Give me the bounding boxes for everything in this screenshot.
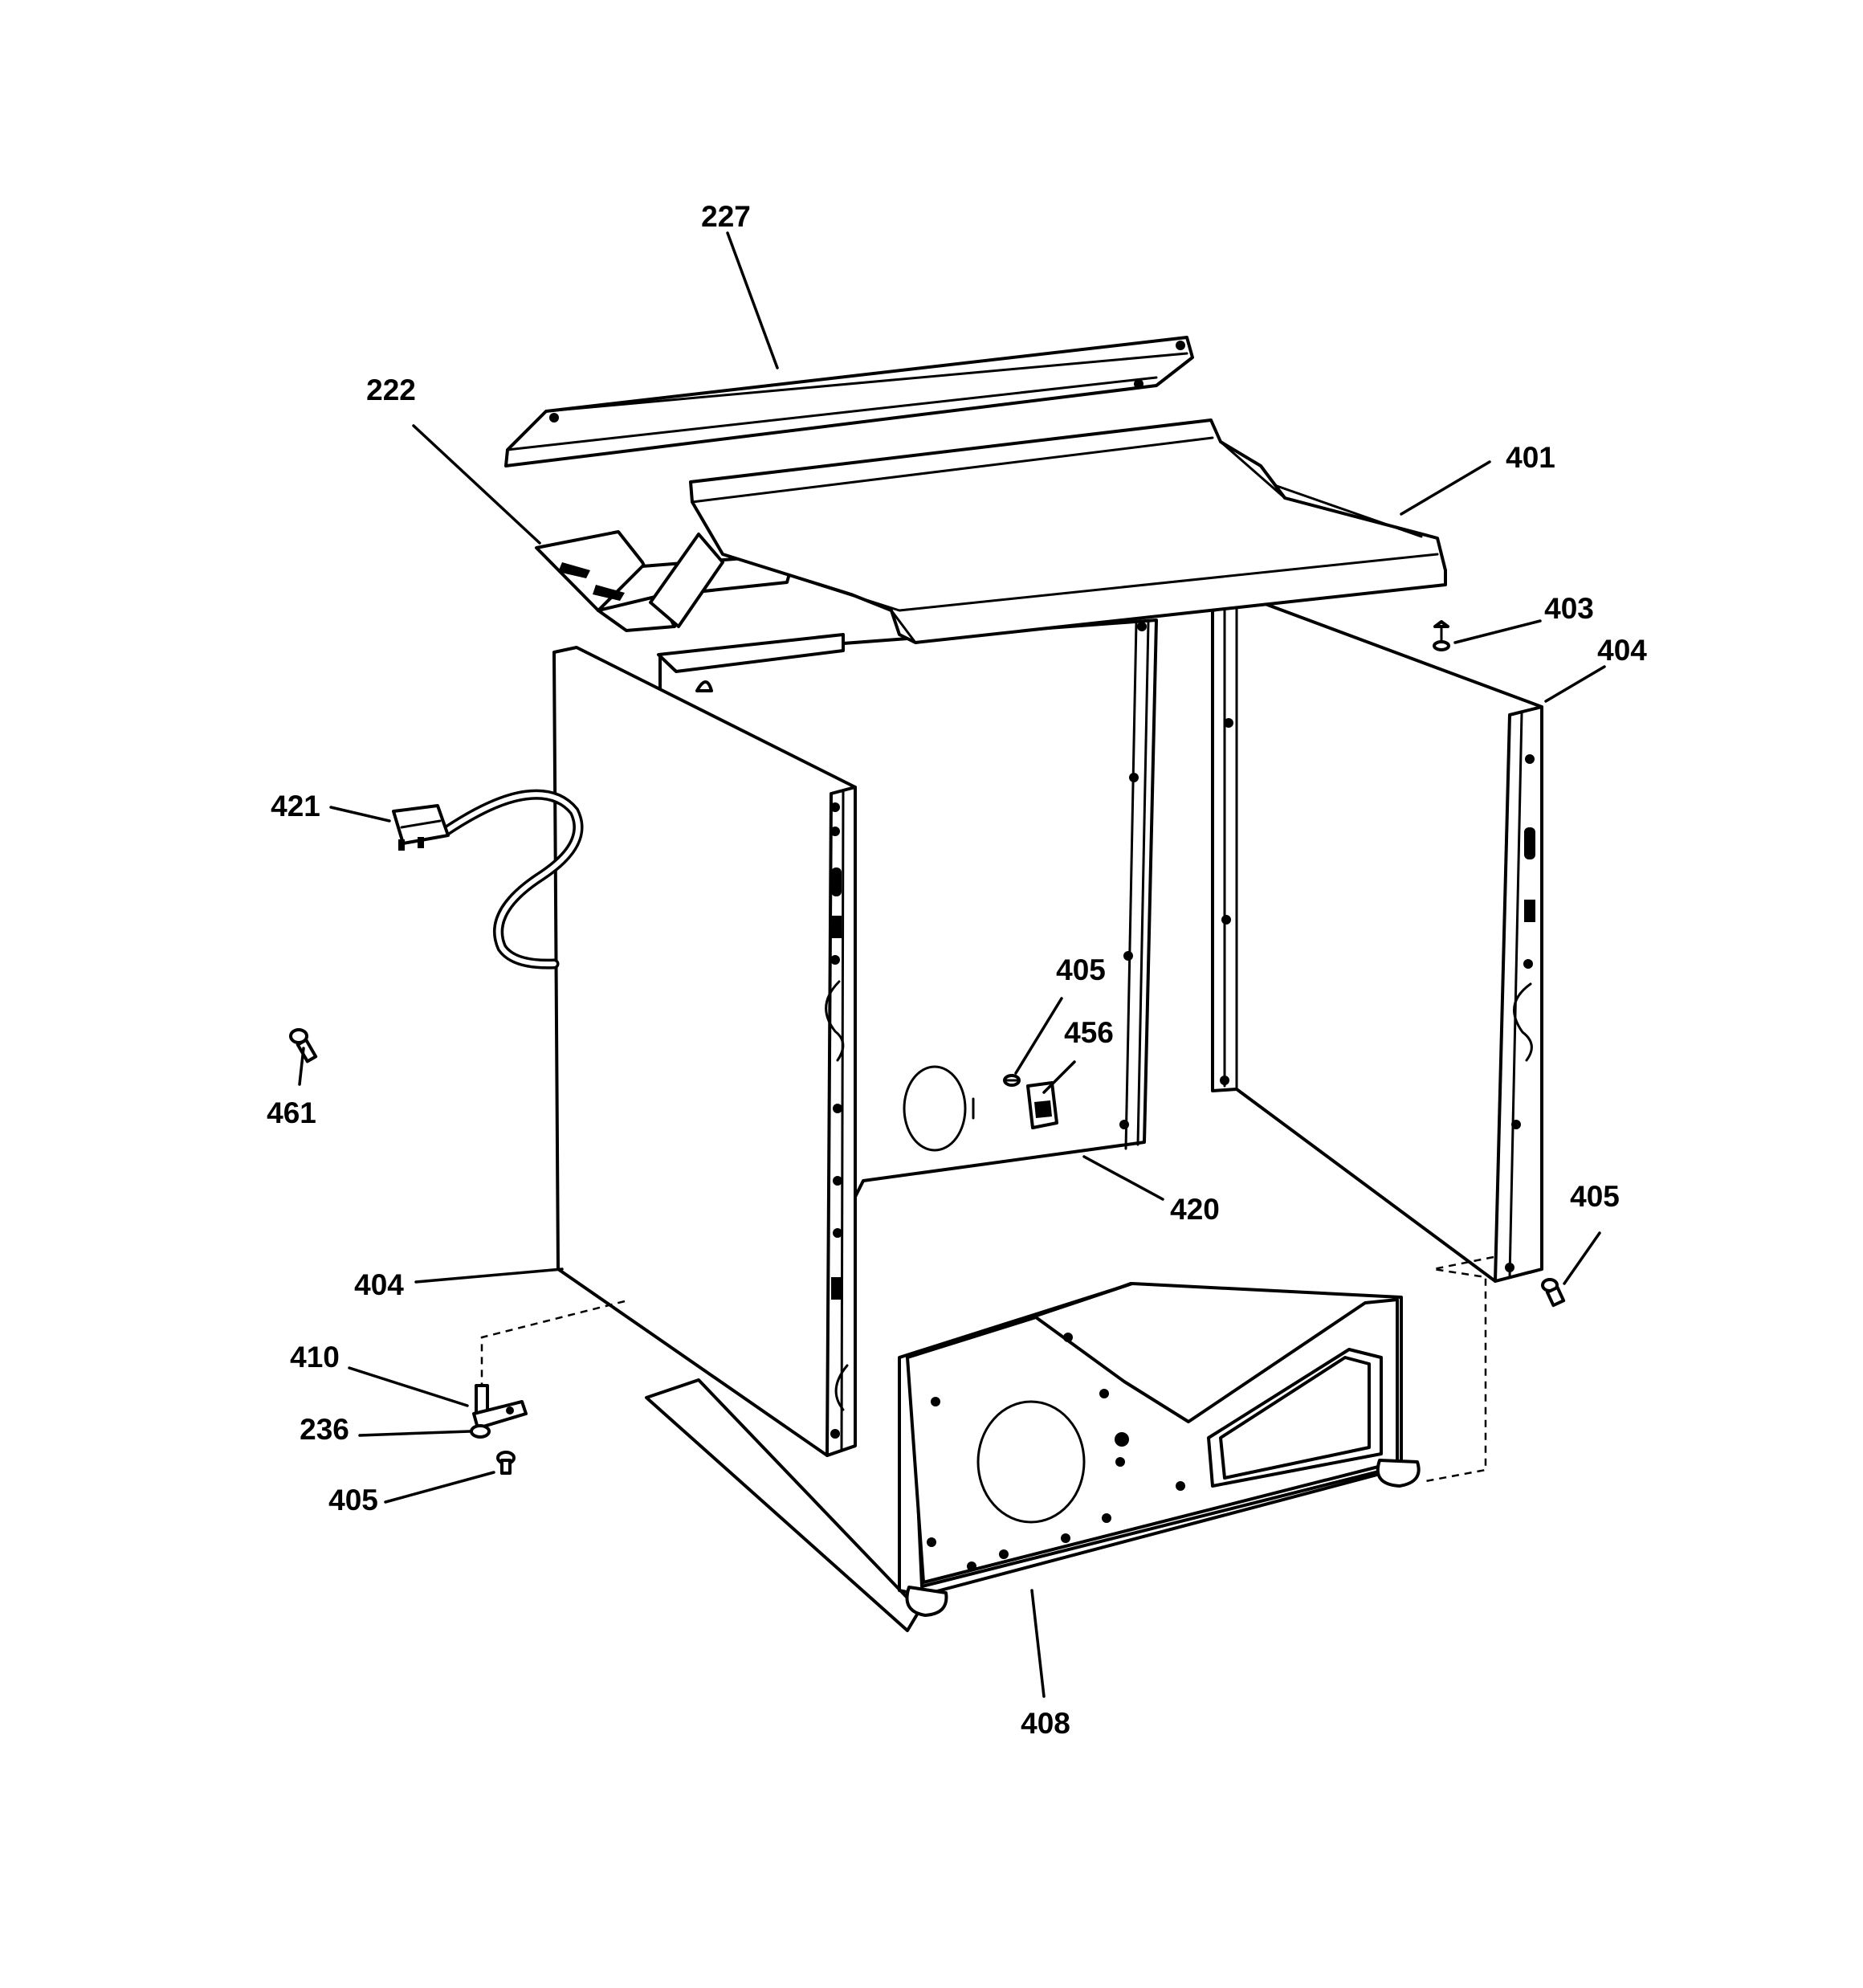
screw-461 [289,1028,318,1063]
screw-403 [1433,620,1450,651]
callout-410: 410 [290,1341,340,1374]
callout-456: 456 [1064,1016,1114,1049]
washer-236 [470,1424,491,1439]
left-side-panel-404 [552,646,857,1457]
callout-420: 420 [1170,1193,1220,1226]
top-panel-401 [689,418,1447,644]
callout-401: 401 [1506,441,1555,474]
callout-403: 403 [1544,592,1594,625]
callout-421: 421 [271,790,320,823]
top-bracket-222 [535,530,797,632]
callout-405-bottom: 405 [328,1484,378,1517]
callout-408: 408 [1021,1707,1070,1740]
assembly-line-left [480,1300,626,1386]
callout-227: 227 [701,200,751,233]
callout-222: 222 [366,374,416,406]
bracket-456 [1026,1081,1058,1129]
callout-404-left: 404 [354,1268,404,1301]
right-side-panel-404 [1211,599,1543,1283]
power-cord-421 [392,789,584,970]
assembly-line-right [1421,1255,1494,1484]
leader-lines [298,231,1606,1698]
rear-top-strip-227 [504,336,1194,467]
screw-405-rear [1003,1074,1021,1087]
callout-405-right: 405 [1570,1180,1620,1213]
callout-461: 461 [267,1096,316,1129]
callout-405-rear: 405 [1056,953,1106,986]
base-frame-408 [645,1282,1421,1632]
screw-405-right [1541,1278,1566,1308]
callout-404-right: 404 [1597,634,1647,667]
leveling-foot-410 [472,1384,528,1430]
callout-236: 236 [300,1413,349,1446]
screw-405-bottom [496,1451,516,1475]
